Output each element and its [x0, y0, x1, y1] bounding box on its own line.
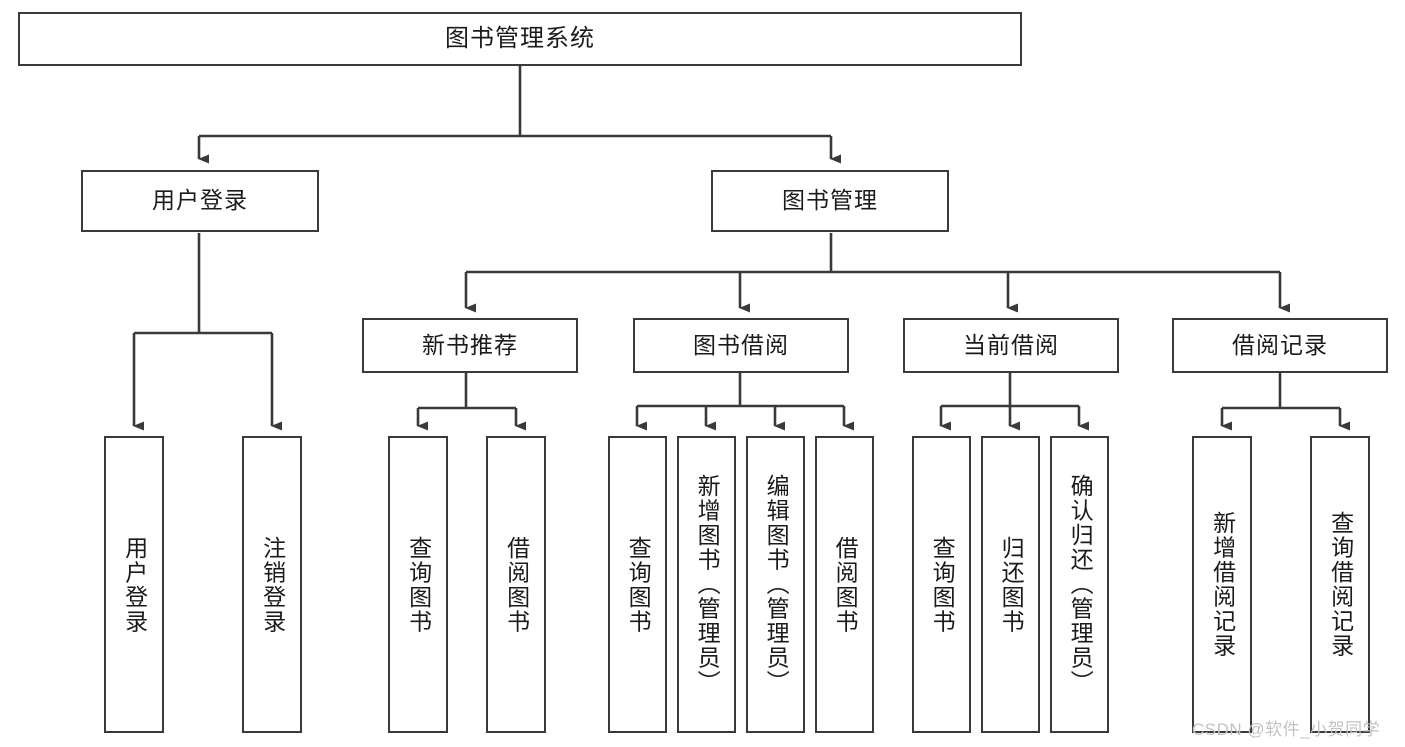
node-leaf-query-book-recommend[interactable]: 查询图书	[388, 436, 448, 733]
node-borrow-record[interactable]: 借阅记录	[1172, 318, 1388, 373]
node-label: 新增借阅记录	[1209, 511, 1236, 658]
node-label: 查询图书	[405, 535, 432, 634]
node-label: 用户登录	[152, 187, 248, 214]
node-new-book-recommend[interactable]: 新书推荐	[362, 318, 578, 373]
node-label: 查询图书	[929, 535, 956, 634]
node-leaf-borrow-book[interactable]: 借阅图书	[815, 436, 874, 733]
node-label: 归还图书	[998, 535, 1025, 634]
node-book-management-system[interactable]: 图书管理系统	[18, 12, 1022, 66]
node-label: 图书管理系统	[445, 24, 595, 52]
node-label: 查询图书	[625, 535, 652, 634]
node-leaf-query-book-borrow[interactable]: 查询图书	[608, 436, 667, 733]
node-leaf-user-login[interactable]: 用户登录	[104, 436, 164, 733]
node-label: 借阅图书	[503, 535, 530, 634]
node-leaf-confirm-return[interactable]: 确认归还（管理员）	[1050, 436, 1109, 733]
node-label: 图书借阅	[693, 331, 789, 358]
node-label: 用户登录	[121, 535, 148, 634]
node-label: 查询借阅记录	[1327, 511, 1354, 658]
node-current-borrow[interactable]: 当前借阅	[903, 318, 1119, 373]
node-leaf-borrow-book-recommend[interactable]: 借阅图书	[486, 436, 546, 733]
node-leaf-query-book-current[interactable]: 查询图书	[912, 436, 971, 733]
node-leaf-edit-book[interactable]: 编辑图书（管理员）	[746, 436, 805, 733]
node-leaf-add-book[interactable]: 新增图书（管理员）	[677, 436, 736, 733]
node-leaf-query-borrow-record[interactable]: 查询借阅记录	[1310, 436, 1370, 733]
node-leaf-logout[interactable]: 注销登录	[242, 436, 302, 733]
csdn-watermark: CSDN @软件_小贺同学	[1192, 720, 1381, 739]
node-leaf-add-borrow-record[interactable]: 新增借阅记录	[1192, 436, 1252, 733]
node-user-login[interactable]: 用户登录	[81, 170, 319, 232]
node-leaf-return-book[interactable]: 归还图书	[981, 436, 1040, 733]
node-label: 注销登录	[259, 535, 286, 634]
node-book-borrow[interactable]: 图书借阅	[633, 318, 849, 373]
node-label: 借阅记录	[1232, 331, 1328, 358]
node-label: 新书推荐	[422, 331, 518, 358]
node-book-manage[interactable]: 图书管理	[711, 170, 949, 232]
node-label: 借阅图书	[832, 535, 859, 634]
node-label: 当前借阅	[963, 331, 1059, 358]
node-label: 新增图书（管理员）	[694, 474, 721, 695]
node-label: 确认归还（管理员）	[1067, 474, 1094, 695]
node-label: 编辑图书（管理员）	[763, 474, 790, 695]
node-label: 图书管理	[782, 187, 878, 214]
